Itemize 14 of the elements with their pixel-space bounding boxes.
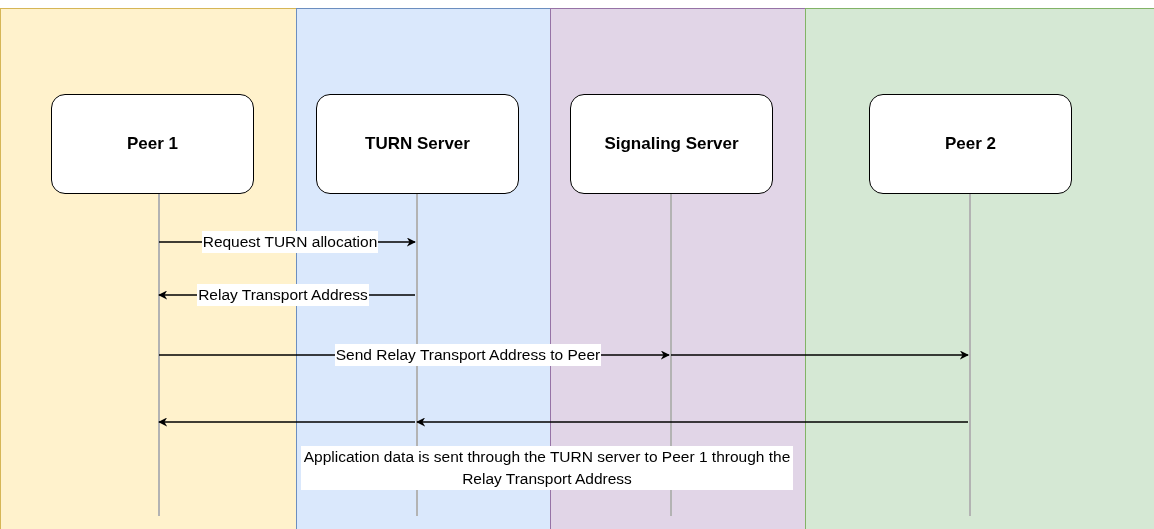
message-arrow xyxy=(416,417,969,427)
swimlane-band xyxy=(805,8,1154,529)
participant-box: Peer 2 xyxy=(869,94,1072,194)
edge-label: Application data is sent through the TURN server to Peer 1 through the Relay Transport Address xyxy=(301,446,793,490)
edge-label: Relay Transport Address xyxy=(197,284,369,306)
participant-box: Signaling Server xyxy=(570,94,773,194)
lifeline xyxy=(969,194,971,516)
message-arrow xyxy=(158,417,416,427)
participant-box: Peer 1 xyxy=(51,94,254,194)
edge-label: Send Relay Transport Address to Peer xyxy=(334,344,602,366)
message-arrow xyxy=(670,350,969,360)
lifeline xyxy=(158,194,160,516)
edge-label: Request TURN allocation xyxy=(201,231,379,253)
participant-box: TURN Server xyxy=(316,94,519,194)
